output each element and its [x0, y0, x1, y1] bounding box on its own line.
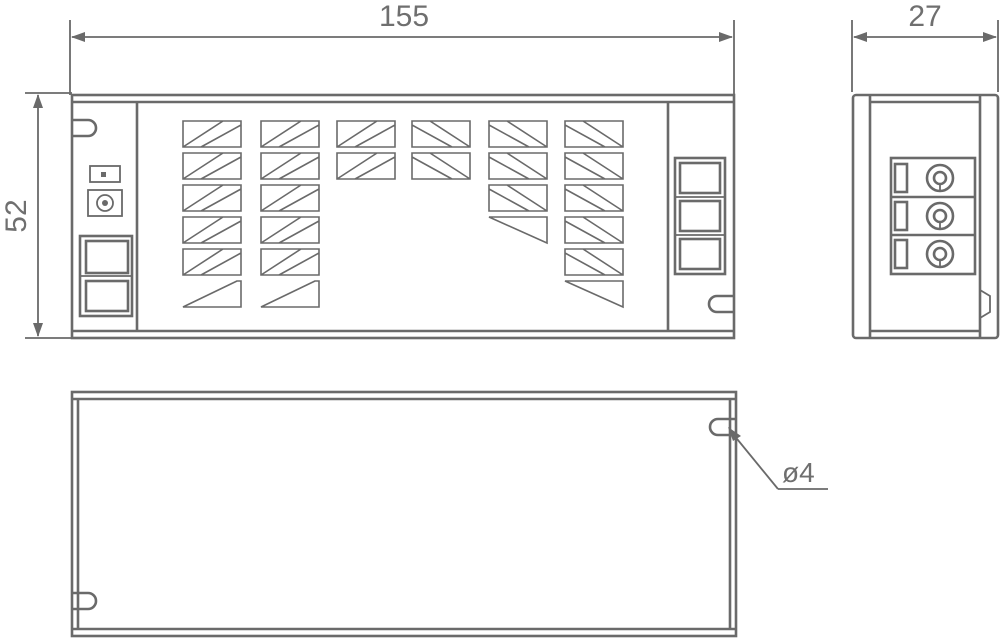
screw-icon	[925, 239, 955, 269]
led-indicator	[89, 165, 121, 183]
vent-slot	[411, 120, 471, 148]
vent-slot	[182, 248, 242, 276]
vent-slot	[260, 152, 320, 180]
height-dimension: 52	[0, 92, 72, 339]
vent-slot	[260, 248, 320, 276]
left-mounting-notch	[72, 118, 98, 138]
vent-slot	[182, 152, 242, 180]
screw-icon	[925, 163, 955, 193]
right-mounting-notch	[707, 294, 734, 314]
vent-slot	[336, 120, 396, 148]
vent-slot	[488, 184, 548, 212]
mounting-hole-right	[708, 417, 736, 437]
vent-slot	[488, 152, 548, 180]
length-label: 155	[379, 0, 429, 33]
vent-slot	[564, 216, 624, 244]
input-terminal-block	[78, 234, 134, 318]
bottom-view: ø4	[70, 390, 828, 638]
vent-slot	[411, 152, 471, 180]
hole-diameter-label: ø4	[782, 457, 815, 488]
vent-slot	[182, 280, 242, 308]
vent-slot	[564, 248, 624, 276]
potentiometer-icon	[87, 189, 123, 217]
vent-slot	[260, 184, 320, 212]
vent-slot	[336, 152, 396, 180]
vent-slot	[564, 280, 624, 309]
front-view	[70, 93, 736, 340]
width-dimension: 27	[851, 0, 999, 92]
vent-slot	[260, 280, 320, 308]
vent-slot	[564, 152, 624, 180]
vent-slot	[260, 120, 320, 148]
vent-slot	[182, 216, 242, 244]
vent-slot	[564, 120, 624, 148]
vent-slot	[488, 120, 548, 148]
vent-slot	[488, 216, 548, 245]
height-label: 52	[0, 199, 33, 232]
vent-slot	[182, 120, 242, 148]
screw-icon	[925, 201, 955, 231]
vent-slot	[182, 184, 242, 212]
output-terminal-block	[673, 156, 727, 276]
length-dimension: 155	[69, 0, 735, 95]
side-view	[851, 93, 1000, 340]
vent-slot	[260, 216, 320, 244]
width-label: 27	[908, 0, 941, 33]
vent-slot	[564, 184, 624, 212]
mounting-hole-left	[72, 591, 98, 611]
side-terminal-block	[889, 156, 977, 276]
vent-pattern	[182, 120, 624, 309]
